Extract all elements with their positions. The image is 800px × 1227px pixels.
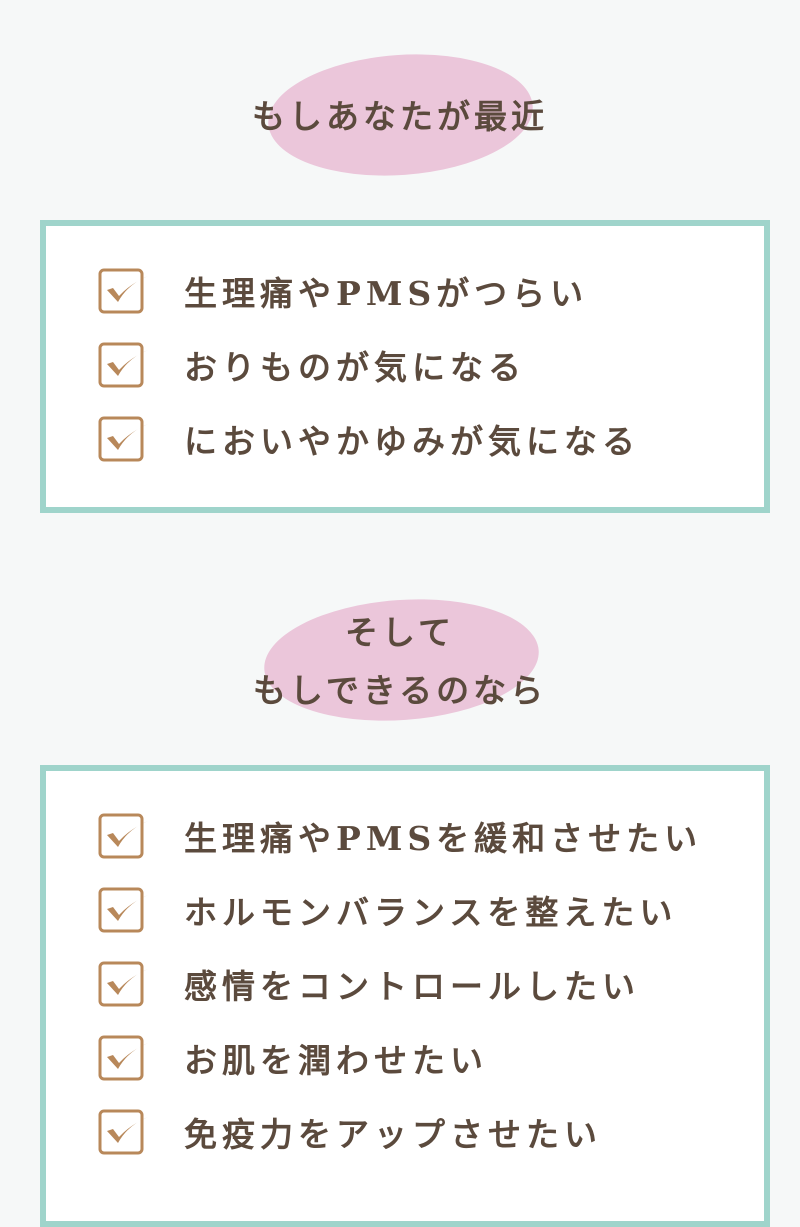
list-item: 生理痛やPMSがつらい: [98, 266, 588, 316]
section2-heading-line2: もしできるのなら: [252, 671, 548, 710]
concerns-box: 生理痛やPMSがつらい おりものが気になる においやかゆみが気になる: [40, 220, 770, 513]
list-item-text: においやかゆみが気になる: [184, 422, 640, 461]
list-item: ホルモンバランスを整えたい: [98, 885, 677, 935]
list-item: 生理痛やPMSを緩和させたい: [98, 811, 702, 861]
list-item: 感情をコントロールしたい: [98, 959, 640, 1009]
checkbox-checked-icon: [98, 887, 148, 933]
list-item-text: お肌を潤わせたい: [184, 1041, 488, 1080]
list-item-text: 免疫力をアップさせたい: [184, 1115, 602, 1154]
list-item-text: 生理痛やPMSを緩和させたい: [184, 819, 703, 858]
list-item: お肌を潤わせたい: [98, 1033, 488, 1083]
checkbox-checked-icon: [98, 961, 148, 1007]
list-item-text: 感情をコントロールしたい: [184, 967, 640, 1006]
checkbox-checked-icon: [98, 416, 148, 462]
list-item: においやかゆみが気になる: [98, 414, 640, 464]
checkbox-checked-icon: [98, 813, 148, 859]
list-item: 免疫力をアップさせたい: [98, 1107, 602, 1157]
wishes-box: 生理痛やPMSを緩和させたい ホルモンバランスを整えたい 感情をコントロールした…: [40, 765, 770, 1227]
section2-heading-line1: そして: [344, 613, 455, 652]
list-item-text: おりものが気になる: [184, 348, 526, 387]
list-item-text: ホルモンバランスを整えたい: [184, 893, 678, 932]
checkbox-checked-icon: [98, 268, 148, 314]
list-item: おりものが気になる: [98, 340, 526, 390]
section1-heading: もしあなたが最近: [252, 97, 548, 136]
list-item-text: 生理痛やPMSがつらい: [184, 274, 589, 313]
checkbox-checked-icon: [98, 1109, 148, 1155]
checkbox-checked-icon: [98, 1035, 148, 1081]
checkbox-checked-icon: [98, 342, 148, 388]
